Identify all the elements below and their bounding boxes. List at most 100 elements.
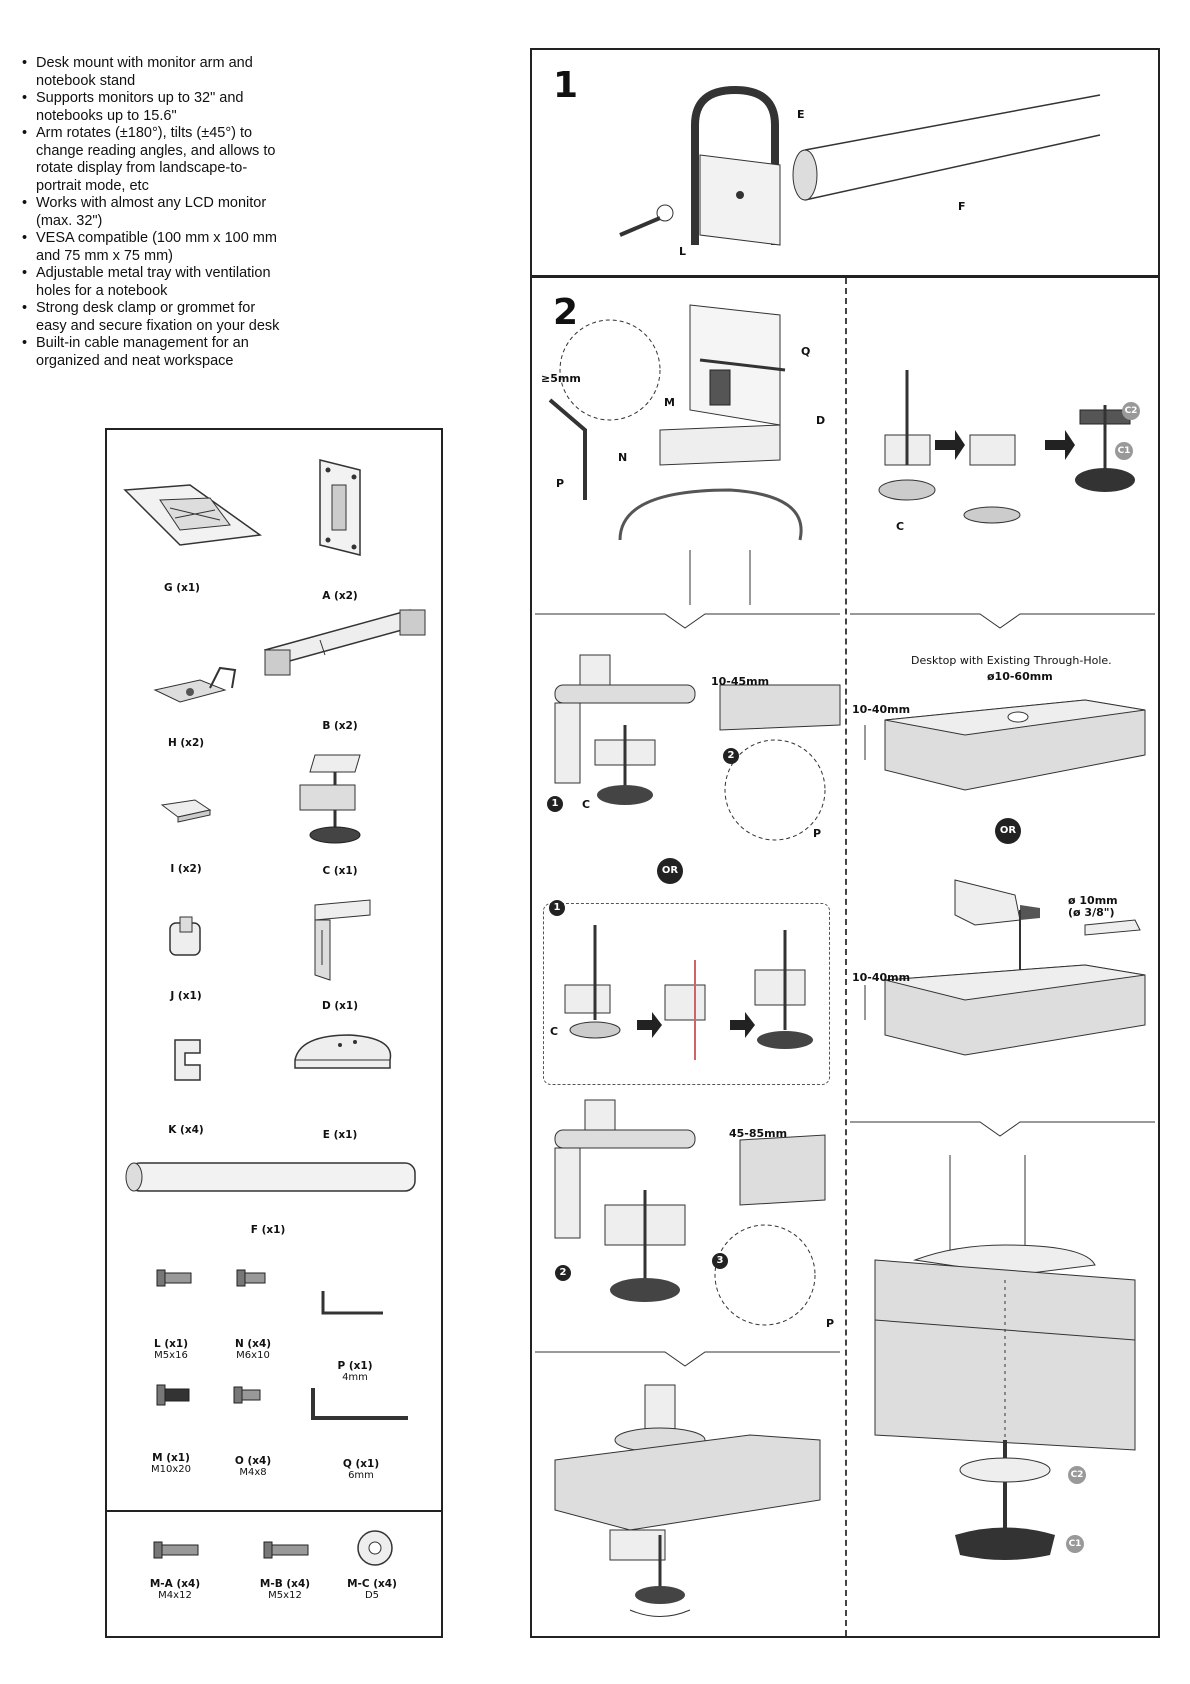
part-a-label: A (x2) [322,590,358,602]
feature-item: Arm rotates (±180°), tilts (±45°) to cha… [20,125,280,195]
part-mb-screw [263,1541,309,1559]
part-d-label: D (x1) [321,1000,359,1012]
installed-clamp-illustration [554,1384,821,1617]
part-q-hexkey [311,1388,408,1420]
drill-diameter-inch: (ø 3/8") [1068,906,1115,919]
part-n-screw [236,1269,266,1287]
step-1-illustration [619,85,1101,246]
grommet-c1-badge: C1 [1066,1535,1084,1553]
step-2-frame [530,275,1160,1638]
feature-item: Strong desk clamp or grommet for easy an… [20,300,280,335]
part-f-illustration [125,1162,416,1192]
step-badge-1b: 1 [549,900,565,916]
desktop-hole-illustration [864,699,1146,791]
or-badge-right: OR [995,818,1021,844]
clamp-label-c-1: C [582,798,591,811]
clamp-reconfig-illustration [564,925,813,1060]
feature-item: Desk mount with monitor arm and notebook… [20,55,280,90]
part-g-illustration [123,484,262,546]
part-i-illustration [160,799,212,823]
desktop-hole-caption: Desktop with Existing Through-Hole. [911,654,1112,667]
step-1-number: 1 [553,65,579,106]
or-badge-left: OR [657,858,683,884]
section-divider-right-1 [850,613,1155,629]
step-2-number: 2 [553,292,579,333]
step-2-base-illustration [548,304,803,605]
feature-item: Supports monitors up to 32" and notebook… [20,90,280,125]
part-l-label: L (x1)M5x16 [153,1338,189,1361]
part-q-label: Q (x1)6mm [342,1458,380,1481]
step-2-vertical-divider [845,278,847,1636]
clamp-45-85-illustration [554,1099,826,1326]
section-divider-right-2 [850,1121,1155,1137]
step-1-frame [530,48,1160,278]
parts-list-box [105,428,443,1638]
part-b-label: B (x2) [322,720,358,732]
part-l-screw [156,1269,192,1287]
step-2-label-m: M [664,396,675,409]
part-i-label: I (x2) [170,863,202,875]
clamp-range-10-45: 10-45mm [711,675,770,688]
part-j-illustration [169,916,201,956]
part-k-illustration [174,1039,201,1081]
part-ma-screw [153,1541,199,1559]
part-m-label: M (x1)M10x20 [151,1452,191,1475]
feature-item: Built-in cable management for an organiz… [20,335,280,370]
clamp-label-c-2: C [550,1025,559,1038]
step-2-clamp-assembly [878,370,1135,524]
part-f-label: F (x1) [250,1224,286,1236]
section-divider-left-1 [535,613,840,629]
part-o-screw [233,1386,261,1404]
part-c-illustration [299,754,361,844]
part-h-illustration [153,666,237,703]
section-divider-left-2 [535,1351,840,1367]
clamp-range-45-85: 45-85mm [729,1127,788,1140]
step-1-label-f: F [958,200,966,213]
step-2-label-d: D [816,414,826,427]
part-m-screw [156,1384,190,1406]
drill-diameter: ø 10mm [1068,894,1118,907]
step-2-c1-badge: C1 [1115,442,1133,460]
clamp-reconfig-panel [543,903,830,1085]
clamp-10-45-illustration [554,654,841,841]
parts-divider [105,1510,443,1512]
feature-list: Desk mount with monitor arm and notebook… [20,55,280,370]
grommet-install-illustration [874,1155,1136,1560]
part-h-label: H (x2) [167,737,205,749]
feature-item: VESA compatible (100 mm x 100 mm and 75 … [20,230,280,265]
part-p-hexkey [321,1291,383,1315]
part-mc-label: M-C (x4)D5 [347,1578,397,1601]
part-ma-label: M-A (x4)M4x12 [149,1578,201,1601]
part-k-label: K (x4) [168,1124,204,1136]
part-a-illustration [319,459,361,556]
grommet-c2-badge: C2 [1068,1466,1086,1484]
feature-item: Adjustable metal tray with ventilation h… [20,265,280,300]
step-1-label-e: E [797,108,805,121]
part-c-label: C (x1) [322,865,358,877]
step-2-label-c-top: C [896,520,905,533]
clamp-label-p-2: P [826,1317,835,1330]
part-e-illustration [294,1034,392,1069]
hole-diameter: ø10-60mm [987,670,1053,683]
step-2-label-n: N [618,451,628,464]
part-e-label: E (x1) [322,1129,358,1141]
step-badge-2a: 2 [723,748,739,764]
step-2-c2-badge: C2 [1122,402,1140,420]
feature-item: Works with almost any LCD monitor (max. … [20,195,280,230]
step-1-label-l: L [679,245,687,258]
part-g-label: G (x1) [164,582,200,594]
clamp-label-p-1: P [813,827,822,840]
step-2-label-p: P [556,477,565,490]
step-badge-2b: 2 [555,1265,571,1281]
part-j-label: J (x1) [170,990,202,1002]
part-b-illustration [263,609,426,676]
desk-thickness-1: 10-40mm [852,703,911,716]
step-2-dim-5mm: ≥5mm [541,372,581,385]
part-o-label: O (x4)M4x8 [234,1455,272,1478]
part-mc-washer [357,1530,393,1566]
drill-illustration [864,879,1146,1056]
step-2-label-q: Q [801,345,811,358]
step-badge-1: 1 [547,796,563,812]
desk-thickness-2: 10-40mm [852,971,911,984]
part-d-illustration [314,899,371,981]
